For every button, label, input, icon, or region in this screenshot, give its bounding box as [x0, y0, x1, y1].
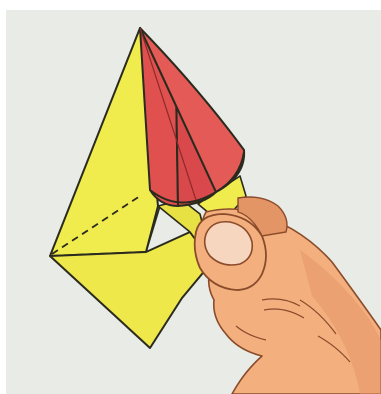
background-edge	[0, 0, 381, 10]
background-edge-left	[0, 0, 6, 394]
